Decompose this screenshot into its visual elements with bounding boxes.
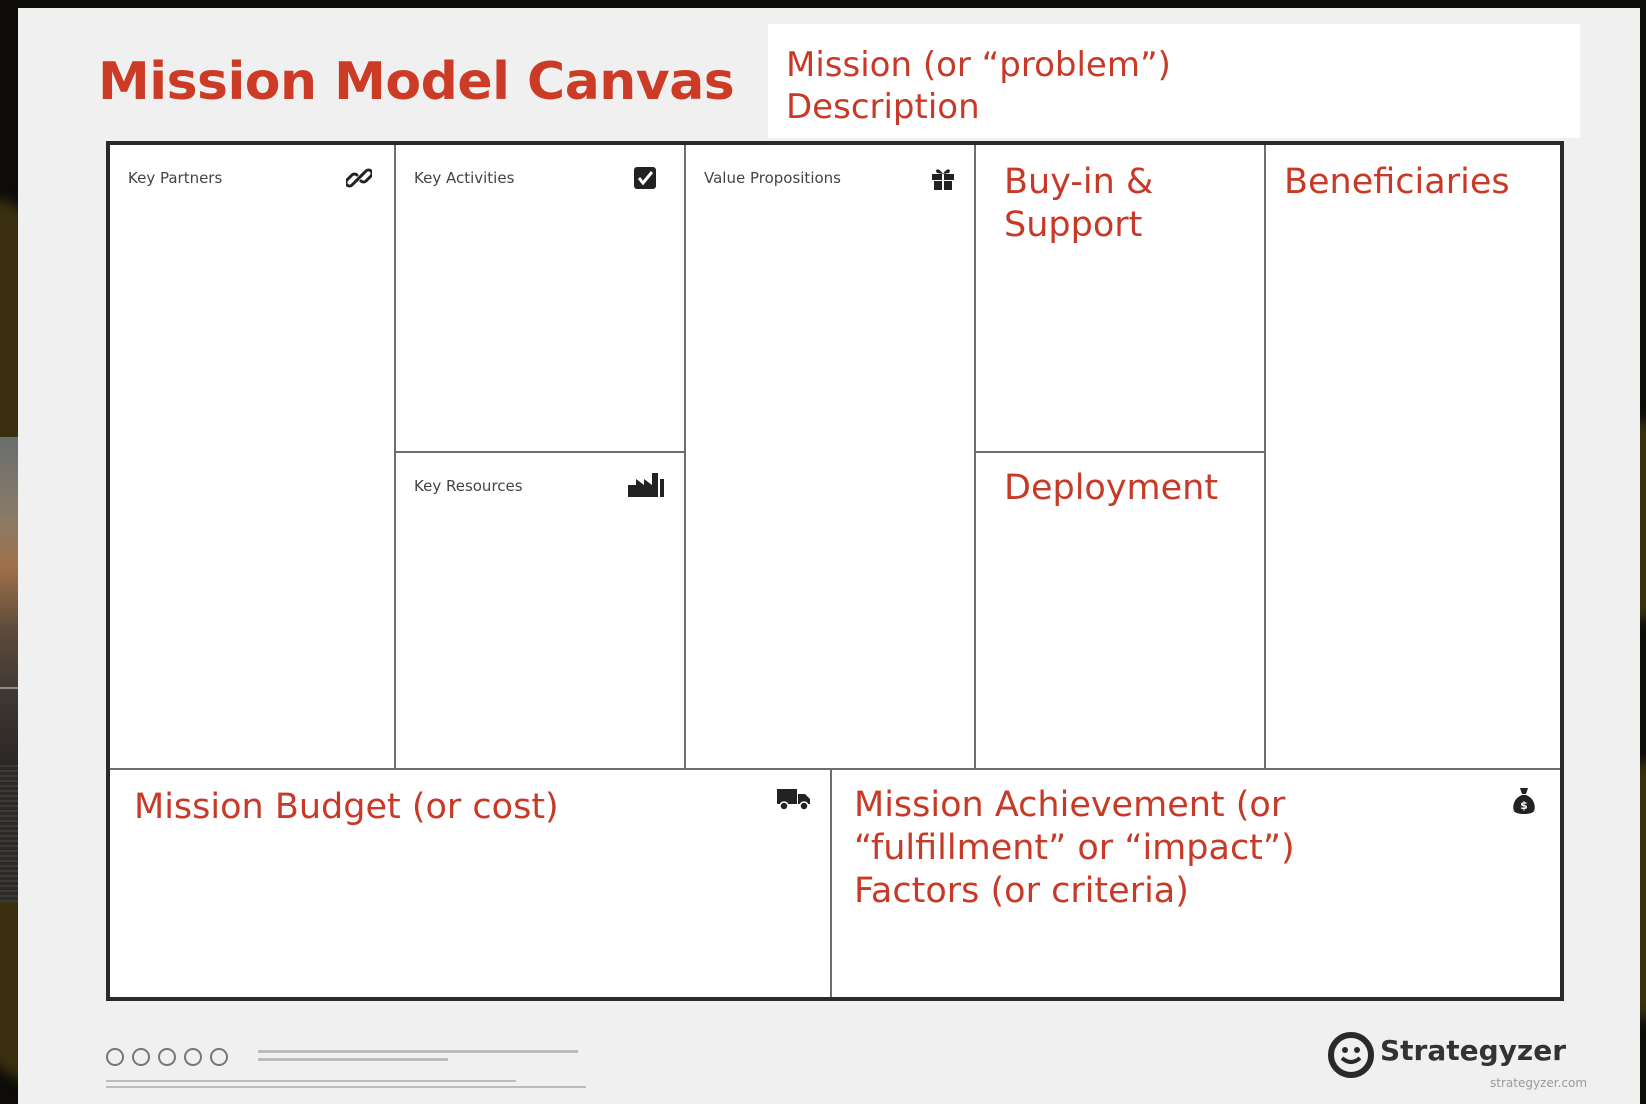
strategyzer-logo-icon xyxy=(1328,1032,1374,1078)
divider xyxy=(110,768,1560,770)
key-partners-label: Key Partners xyxy=(128,169,223,187)
fine-print xyxy=(106,1080,516,1082)
cc-icon xyxy=(184,1047,203,1066)
divider xyxy=(394,451,686,453)
canvas-grid: Key Partners Key Activities Key Resource… xyxy=(106,141,1564,1001)
deployment-label: Deployment xyxy=(1004,468,1219,508)
divider xyxy=(830,768,832,997)
cc-icon xyxy=(158,1047,177,1066)
value-propositions-block[interactable]: Value Propositions xyxy=(686,145,974,768)
cc-icon xyxy=(106,1047,124,1066)
divider xyxy=(684,145,686,770)
checkbox-icon xyxy=(634,167,656,189)
divider xyxy=(974,451,1266,453)
truck-icon xyxy=(777,789,810,811)
divider xyxy=(394,145,396,770)
mission-achievement-block[interactable]: Mission Achievement (or “fulfillment” or… xyxy=(832,770,1560,997)
canvas-sheet: Mission Model Canvas Mission (or “proble… xyxy=(18,8,1640,1104)
beneficiaries-block[interactable]: Beneficiaries xyxy=(1266,145,1560,768)
gift-icon xyxy=(932,169,954,190)
canvas-title: Mission Model Canvas xyxy=(98,52,735,112)
divider xyxy=(974,145,976,770)
cc-icon xyxy=(132,1047,151,1066)
beneficiaries-label: Beneficiaries xyxy=(1284,162,1510,202)
key-resources-block[interactable]: Key Resources xyxy=(396,453,684,768)
brand-name: Strategyzer xyxy=(1380,1034,1567,1067)
brand-url: strategyzer.com xyxy=(1490,1076,1588,1090)
fine-print xyxy=(106,1086,586,1088)
svg-text:$: $ xyxy=(1520,799,1528,812)
mission-budget-block[interactable]: Mission Budget (or cost) xyxy=(110,770,830,997)
mission-description-label: Mission (or “problem”) Description xyxy=(786,45,1171,127)
value-propositions-label: Value Propositions xyxy=(704,169,841,187)
deployment-block[interactable]: Deployment xyxy=(976,453,1264,768)
cc-icon xyxy=(210,1047,229,1066)
divider xyxy=(1264,145,1266,770)
mission-budget-label: Mission Budget (or cost) xyxy=(134,787,559,827)
link-icon xyxy=(346,168,372,188)
buy-in-support-block[interactable]: Buy-in & Support xyxy=(976,145,1264,451)
key-activities-block[interactable]: Key Activities xyxy=(396,145,684,451)
strategyzer-logo[interactable]: Strategyzer strategyzer.com xyxy=(1318,1026,1587,1096)
license-icons xyxy=(106,1046,231,1066)
license-footer xyxy=(106,1036,626,1096)
key-activities-label: Key Activities xyxy=(414,169,515,187)
fine-print xyxy=(258,1050,578,1053)
mission-description-box[interactable]: Mission (or “problem”) Description xyxy=(768,24,1580,138)
factory-icon xyxy=(628,473,664,497)
buy-in-support-label: Buy-in & Support xyxy=(1004,162,1154,245)
key-partners-block[interactable]: Key Partners xyxy=(110,145,394,768)
money-bag-icon: $ xyxy=(1513,788,1535,814)
fine-print xyxy=(258,1058,448,1061)
key-resources-label: Key Resources xyxy=(414,477,523,495)
mission-achievement-label: Mission Achievement (or “fulfillment” or… xyxy=(854,785,1295,911)
